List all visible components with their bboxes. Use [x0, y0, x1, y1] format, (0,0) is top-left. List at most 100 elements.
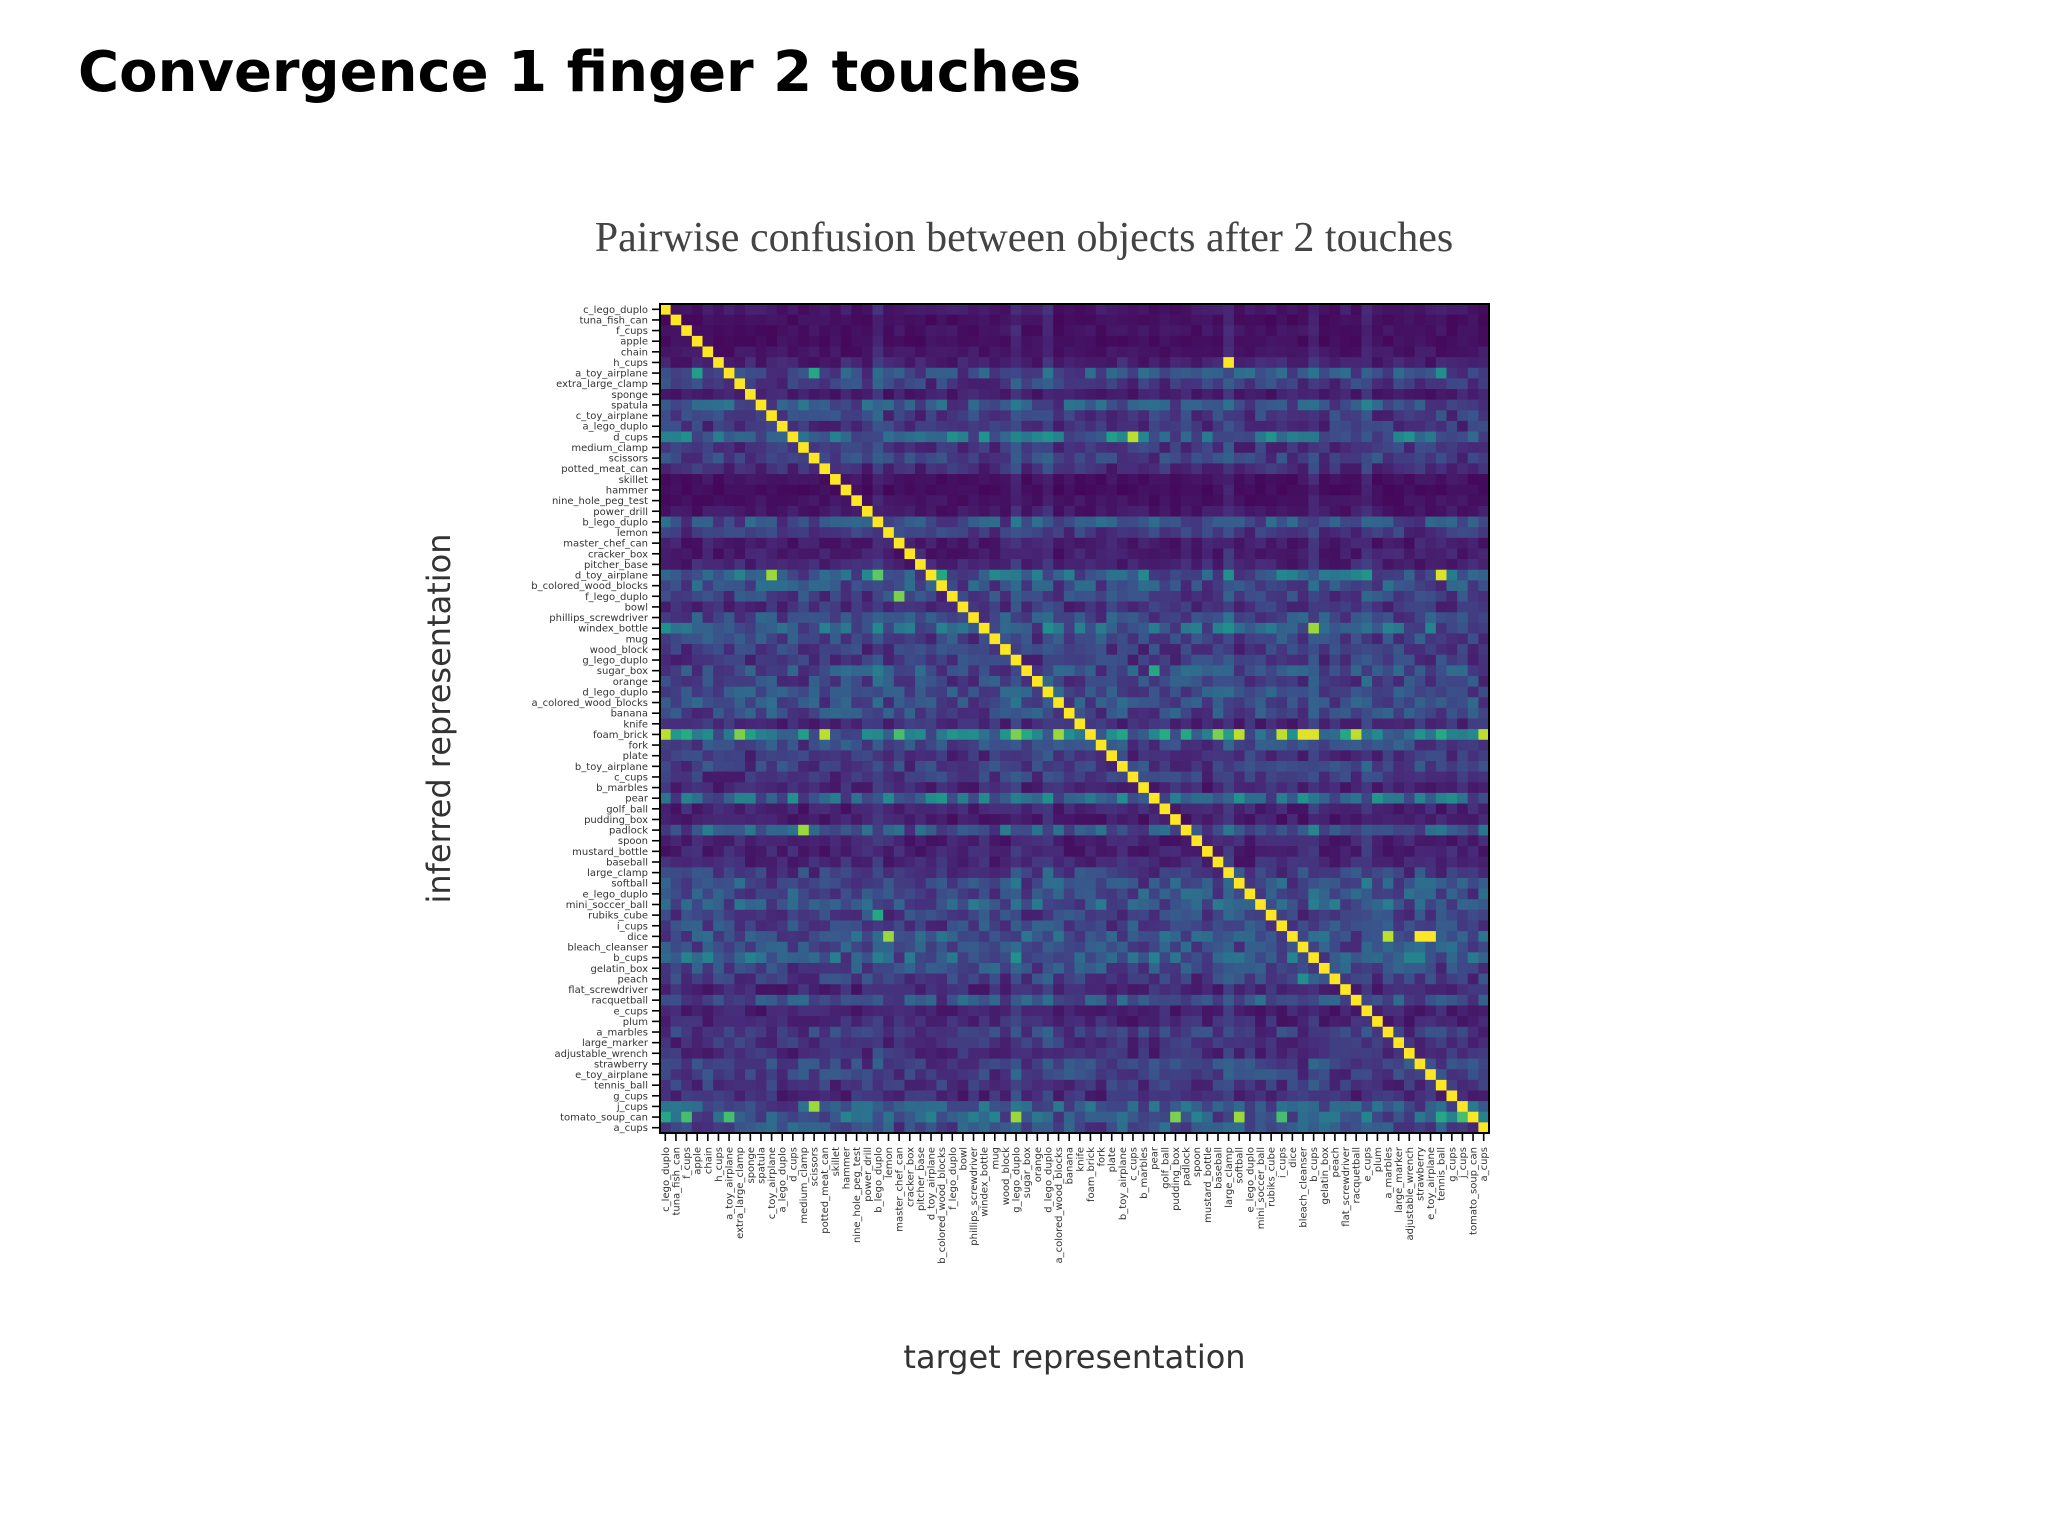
heatmap-cell [1329, 877, 1341, 890]
heatmap-cell [915, 782, 927, 794]
heatmap-cell [1010, 612, 1022, 624]
heatmap-cell [1212, 325, 1224, 337]
heatmap-cell [1223, 537, 1235, 550]
heatmap-cell [1244, 761, 1256, 773]
heatmap-cell [787, 718, 799, 730]
heatmap-cell [925, 304, 937, 316]
heatmap-cell [1031, 527, 1044, 539]
heatmap-cell [830, 559, 842, 571]
heatmap-cell [872, 325, 884, 337]
heatmap-cell [1074, 739, 1086, 751]
heatmap-cell [1287, 612, 1299, 624]
heatmap-cell [1435, 495, 1448, 507]
heatmap-cell [1095, 814, 1107, 826]
heatmap-cell [1127, 612, 1139, 624]
heatmap-cell [1414, 569, 1426, 581]
heatmap-cell [691, 420, 704, 433]
heatmap-cell [787, 782, 799, 794]
heatmap-cell [1233, 304, 1246, 316]
heatmap-cell [872, 920, 884, 932]
heatmap-cell [851, 654, 863, 666]
heatmap-cell [1085, 442, 1097, 454]
heatmap-cell [1340, 633, 1352, 645]
heatmap-cell [1138, 580, 1150, 592]
heatmap-cell [819, 335, 831, 348]
heatmap-cell [1191, 931, 1203, 943]
heatmap-cell [883, 367, 895, 379]
heatmap-cell [1117, 304, 1129, 316]
heatmap-cell [1287, 888, 1299, 900]
heatmap-cell [745, 877, 757, 890]
heatmap-cell [1138, 516, 1150, 528]
heatmap-cell [1095, 782, 1107, 794]
heatmap-cell [1340, 516, 1352, 528]
heatmap-cell [1478, 729, 1490, 741]
heatmap-cell [1127, 644, 1139, 656]
heatmap-cell [915, 888, 927, 900]
heatmap-cell [1138, 888, 1150, 900]
heatmap-cell [1329, 357, 1341, 369]
heatmap-cell [1287, 548, 1299, 560]
heatmap-cell [1350, 761, 1363, 773]
heatmap-cell [1191, 877, 1203, 890]
heatmap-cell [1244, 814, 1256, 826]
heatmap-cell [1170, 909, 1182, 922]
heatmap-cell [957, 367, 969, 379]
heatmap-cell [925, 548, 937, 560]
heatmap-cell [915, 612, 927, 624]
heatmap-cell [702, 941, 714, 953]
heatmap-cell [1425, 474, 1437, 486]
heatmap-cell [1361, 633, 1373, 645]
heatmap-cell [989, 378, 1001, 390]
heatmap-cell [936, 314, 948, 326]
heatmap-cell [819, 782, 831, 794]
heatmap-cell [1117, 622, 1129, 635]
heatmap-cell [670, 505, 682, 518]
heatmap-cell [1074, 654, 1086, 666]
heatmap-cell [978, 495, 991, 507]
heatmap-cell [798, 590, 810, 603]
heatmap-cell [1467, 675, 1479, 688]
heatmap-cell [1170, 325, 1182, 337]
heatmap-cell [883, 569, 895, 581]
heatmap-cell [1318, 463, 1331, 475]
heatmap-cell [1212, 856, 1224, 868]
heatmap-cell [872, 697, 884, 709]
heatmap-cell [1467, 867, 1479, 879]
heatmap-cell [691, 973, 704, 985]
heatmap-cell [1212, 761, 1224, 773]
heatmap-cell [1180, 389, 1193, 401]
heatmap-cell [830, 335, 842, 348]
heatmap-cell [1287, 346, 1299, 358]
heatmap-cell [819, 750, 831, 762]
heatmap-cell [1085, 686, 1097, 698]
heatmap-cell [798, 474, 810, 486]
heatmap-cell [776, 325, 789, 337]
heatmap-cell [1074, 601, 1086, 613]
heatmap-cell [1170, 463, 1182, 475]
heatmap-cell [660, 314, 672, 326]
heatmap-cell [1148, 675, 1161, 688]
heatmap-cell [861, 792, 874, 805]
heatmap-cell [1478, 803, 1490, 815]
heatmap-cell [1467, 612, 1479, 624]
heatmap-cell [745, 856, 757, 868]
heatmap-cell [723, 335, 735, 348]
heatmap-cell [1000, 452, 1012, 465]
heatmap-cell [1053, 835, 1065, 847]
heatmap-cell [755, 420, 767, 433]
heatmap-cell [723, 304, 735, 316]
heatmap-cell [946, 686, 959, 698]
heatmap-cell [1446, 399, 1458, 411]
heatmap-cell [660, 389, 672, 401]
heatmap-cell [1021, 707, 1033, 720]
heatmap-cell [776, 665, 789, 677]
heatmap-cell [1010, 357, 1022, 369]
heatmap-cell [1031, 750, 1044, 762]
heatmap-cell [1095, 367, 1107, 379]
heatmap-cell [904, 378, 916, 390]
heatmap-cell [1010, 941, 1022, 953]
heatmap-cell [904, 569, 916, 581]
heatmap-cell [1021, 814, 1033, 826]
heatmap-cell [1403, 601, 1416, 613]
